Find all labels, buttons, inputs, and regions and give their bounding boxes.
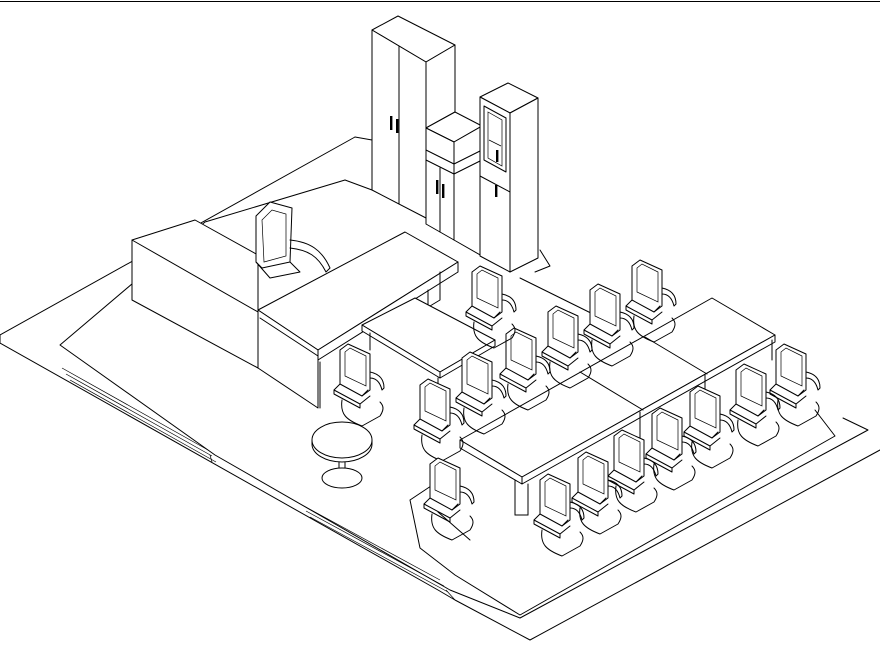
- handle-icon: [396, 119, 399, 133]
- executive-desk: [131, 219, 459, 409]
- handle-icon: [442, 184, 445, 198]
- chair-front-6: [729, 363, 781, 447]
- window-sill-strips: [61, 367, 456, 601]
- glass-door-cabinet: [479, 82, 539, 273]
- end-chair-left: [413, 378, 465, 462]
- end-chair-front-left: [423, 457, 475, 541]
- chair-front-5: [683, 385, 735, 469]
- chair-front-1: [533, 473, 585, 557]
- chair-front-7: [769, 343, 821, 427]
- tall-cabinet-left: [371, 15, 456, 219]
- open-shelf-cabinet: [425, 111, 483, 257]
- executive-chair: [255, 201, 331, 279]
- handle-icon: [390, 116, 393, 130]
- chair-front-3: [607, 429, 659, 513]
- round-table: [311, 421, 373, 489]
- handle-icon: [495, 185, 498, 197]
- chair-front-4: [645, 407, 697, 491]
- handle-icon: [496, 150, 499, 162]
- conference-table: [459, 297, 776, 516]
- conference-rug: [409, 409, 836, 616]
- handle-icon: [436, 180, 439, 194]
- visitor-chair-2: [333, 343, 385, 427]
